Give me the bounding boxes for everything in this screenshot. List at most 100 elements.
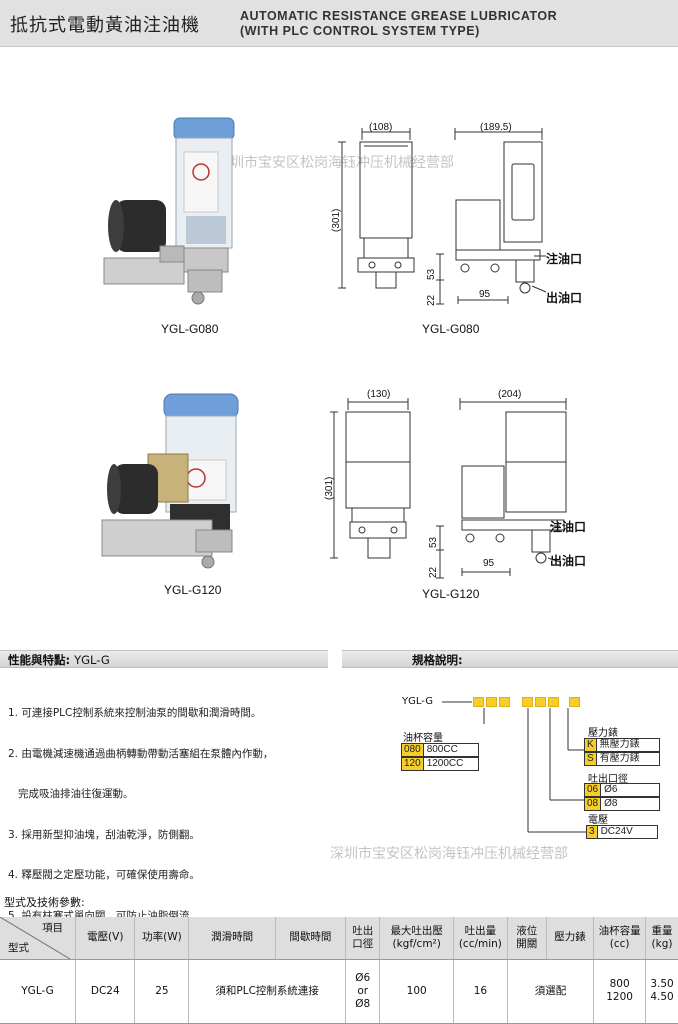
cup-option-desc: 1200CC (426, 758, 464, 769)
header-flow-line2: (cc/min) (458, 937, 502, 950)
gauge-option-desc: 有壓力錶 (599, 753, 640, 764)
dim-width-front-g120: (130) (367, 389, 391, 400)
outlet-option-desc: Ø8 (604, 798, 618, 809)
cell-weight-b: 4.50 (650, 991, 674, 1003)
drawing-caption-g080: YGL-G080 (422, 322, 480, 336)
header-bar (0, 0, 678, 47)
header-pressure: 最大吐出壓(kgf/cm²) (379, 917, 454, 960)
feature-item: 2. 由電機減速機通過曲柄轉動帶動活塞組在泵體內作動， (8, 747, 274, 760)
table-title: 型式及技術參數: (4, 896, 85, 909)
header-item-model: 項目 型式 (0, 917, 76, 960)
port-out-label-g120: 出油口 (550, 554, 587, 568)
cell-cup-b: 1200 (606, 991, 633, 1003)
header-pressure-line1: 最大吐出壓 (390, 924, 443, 937)
table-row: YGL-G DC24 25 須和PLC控制系統連接 Ø6 or Ø8 100 1… (0, 959, 678, 1024)
cup-label: 油杯容量 (403, 733, 443, 744)
gauge-option-code: S (585, 753, 597, 765)
dimension-drawing-g120 (330, 398, 567, 579)
cell-lube-time: 須和PLC控制系統連接 (188, 959, 346, 1024)
product-photo-g120 (101, 393, 239, 569)
code-gap (561, 697, 567, 707)
header-cup-line1: 油杯容量 (598, 924, 641, 937)
spec-table: 項目 型式 電壓(V) 功率(W) 潤滑時間 間歇時間 吐出口徑 最大吐出壓(k… (0, 917, 678, 1024)
header-gauge: 壓力錶 (545, 917, 594, 960)
header-power: 功率(W) (134, 917, 189, 960)
outlet-option-desc: Ø6 (604, 784, 618, 795)
cell-power: 25 (134, 959, 189, 1024)
header-item: 項目 (42, 922, 64, 934)
spec-heading: 規格說明: (412, 653, 463, 667)
gauge-option-code: K (585, 739, 597, 751)
spec-code-placeholders (473, 697, 580, 707)
cell-voltage: DC24 (75, 959, 135, 1024)
dim-22-g080: 22 (426, 294, 437, 306)
cell-flow: 16 (452, 959, 508, 1024)
code-slot (486, 697, 497, 707)
header-outlet-line2: 口徑 (352, 937, 374, 950)
header-voltage: 電壓(V) (75, 917, 135, 960)
cell-pressure: 100 (379, 959, 454, 1024)
cell-outlet: Ø6 or Ø8 (344, 959, 380, 1024)
cell-weight-a: 3.50 (650, 978, 674, 990)
page-title-en: AUTOMATIC RESISTANCE GREASE LUBRICATOR (… (240, 9, 557, 39)
watermark-top: 深圳市宝安区松岗海钰冲压机械经营部 (216, 155, 454, 171)
code-slot (522, 697, 533, 707)
header-model: 型式 (8, 941, 29, 954)
gauge-option-desc: 無壓力錶 (599, 739, 640, 750)
code-slot (548, 697, 559, 707)
cell-level-gauge: 須選配 (506, 959, 594, 1024)
code-slot (569, 697, 580, 707)
header-outlet-line1: 吐出 (352, 924, 374, 937)
table-header-row: 項目 型式 電壓(V) 功率(W) 潤滑時間 間歇時間 吐出口徑 最大吐出壓(k… (0, 917, 678, 960)
drawing-caption-g120: YGL-G120 (422, 587, 480, 601)
page-title-cn: 抵抗式電動黃油注油機 (10, 15, 200, 36)
voltage-option-code: 3 (587, 826, 598, 838)
header-weight-line2: (kg) (651, 937, 673, 950)
port-in-label-g120: 注油口 (550, 520, 587, 534)
dim-53-g120: 53 (428, 536, 439, 548)
cell-cup: 800 1200 (593, 959, 646, 1024)
dim-53-g080: 53 (426, 268, 437, 280)
feature-item: 完成吸油排油往復運動。 (8, 788, 134, 800)
features-model: YGL-G (74, 653, 110, 667)
watermark-mid: 深圳市宝安区松岗海钰冲压机械经营部 (330, 846, 568, 862)
code-gap (512, 697, 520, 707)
photo-caption-g080: YGL-G080 (161, 322, 219, 336)
dim-95-g080: 95 (479, 289, 491, 300)
dim-height-g120: (301) (324, 476, 335, 500)
dim-22-g120: 22 (428, 566, 439, 578)
cell-outlet-or: or (357, 984, 369, 997)
dim-width-front-g080: (108) (369, 122, 393, 133)
dim-95-g120: 95 (483, 558, 495, 569)
header-lube-time: 潤滑時間 (188, 917, 276, 960)
features-heading-text: 性能與特點: (8, 653, 71, 667)
port-in-label-g080: 注油口 (546, 252, 583, 266)
header-level-line2: 開關 (516, 937, 538, 950)
voltage-option-desc: DC24V (600, 826, 633, 837)
header-flow: 吐出量(cc/min) (452, 917, 508, 960)
outlet-option-code: 06 (585, 784, 602, 796)
spec-section-bar (342, 650, 678, 668)
cup-option-desc: 800CC (426, 744, 458, 755)
dimension-drawing-g080 (338, 128, 547, 305)
header-flow-line1: 吐出量 (464, 924, 497, 937)
feature-item: 1. 可連接PLC控制系統來控制油泵的間歇和潤滑時間。 (8, 707, 262, 719)
feature-item: 3. 採用新型抑油塊，刮油乾淨，防側翻。 (8, 828, 200, 841)
header-pressure-line2: (kgf/cm²) (392, 937, 441, 950)
spec-prefix: YGL-G (402, 696, 433, 707)
cell-weight: 3.50 4.50 (645, 959, 678, 1024)
dim-width-side-g120: (204) (498, 389, 522, 400)
dim-height-g080: (301) (331, 208, 342, 232)
cell-model: YGL-G (0, 959, 76, 1024)
code-slot (499, 697, 510, 707)
dim-width-side-g080: (189.5) (480, 122, 512, 133)
port-out-label-g080: 出油口 (546, 291, 583, 305)
cell-outlet-b: Ø8 (355, 997, 371, 1010)
spec-code-connectors (442, 701, 586, 833)
